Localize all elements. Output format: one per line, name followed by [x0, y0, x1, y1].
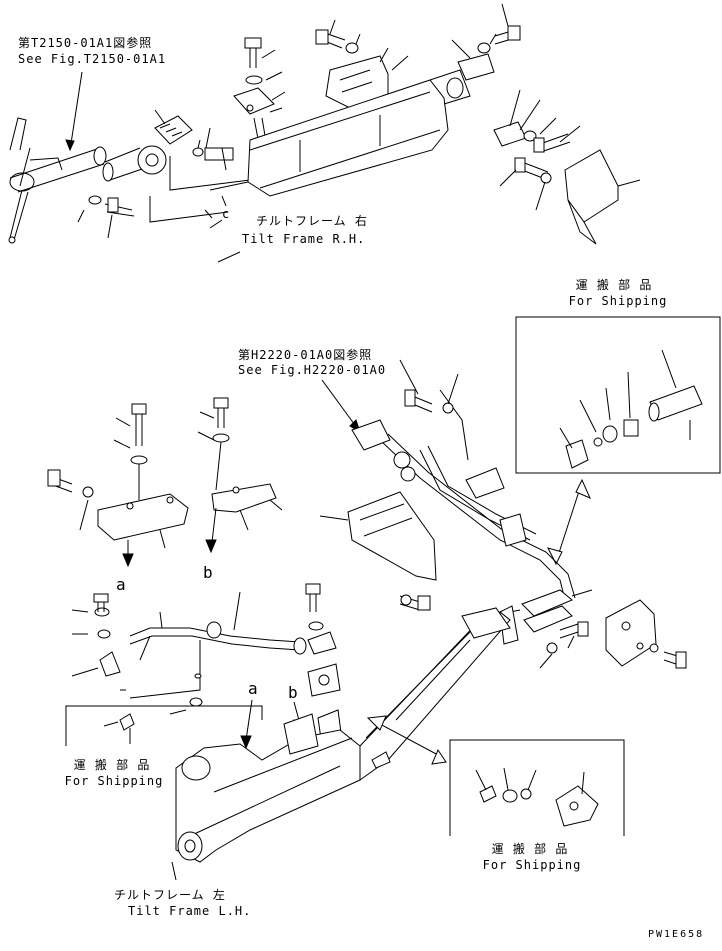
bolt-washer: [77, 195, 135, 239]
bracket-plate: [154, 109, 234, 171]
bolts-middle-left: [47, 397, 230, 498]
shipping-left-jp: 運 搬 部 品: [73, 758, 151, 772]
rod-end-part: [102, 145, 167, 182]
marker-b-lower: b: [288, 683, 298, 702]
shipping-plate-middle: [319, 491, 437, 611]
ref-middle-jp: 第H2220-01A0図参照: [238, 348, 373, 362]
marker-a-upper: a: [116, 575, 126, 594]
ref-upper-jp: 第T2150-01A1図参照: [18, 36, 153, 50]
shipping-lower-en: For Shipping: [482, 858, 582, 872]
marker-c: c: [222, 207, 229, 221]
double-arrow-icon: [555, 481, 583, 563]
frame-lh-en: Tilt Frame L.H.: [128, 904, 252, 918]
shipping-parts-lower: [475, 767, 599, 827]
shipping-upper-jp: 運 搬 部 品: [575, 278, 653, 292]
frame-lh-jp: チルトフレーム 左: [114, 888, 226, 902]
ref-middle-en: See Fig.H2220-01A0: [238, 363, 387, 377]
bolt-top-left: [233, 37, 286, 171]
arrow-down-icon: [205, 539, 217, 554]
shipping-box-lower-right: [449, 739, 625, 836]
shipping-bracket-left: [65, 705, 263, 746]
shipping-parts-left: [103, 697, 203, 744]
shipping-box-upper-right: [515, 316, 721, 474]
arrow-down-icon: [240, 735, 252, 750]
marker-b-upper: b: [203, 563, 213, 582]
pin-tube-part: [8, 117, 107, 244]
fittings-right: [499, 589, 687, 669]
marker-a-lower: a: [248, 679, 258, 698]
double-arrow-icon: [366, 715, 447, 765]
bolt-top-mid: [315, 19, 361, 54]
shipping-lower-jp: 運 搬 部 品: [491, 842, 569, 856]
hydraulic-tubes: [351, 359, 576, 601]
ref-upper-en: See Fig.T2150-01A1: [18, 52, 167, 66]
guard-part: [499, 149, 641, 245]
ref-leader-upper: [69, 71, 83, 151]
tilt-frame-lh: [175, 607, 511, 863]
bolt-top-right: [477, 3, 521, 54]
shipping-upper-en: For Shipping: [568, 294, 668, 308]
bracket-b: [211, 441, 283, 531]
frame-rh-en: Tilt Frame R.H.: [242, 232, 366, 246]
cover-plate-upper: [493, 89, 581, 153]
drawing-code: PW1E658: [648, 929, 705, 940]
tilt-frame-rh: [247, 39, 495, 197]
shipping-left-en: For Shipping: [64, 774, 164, 788]
shipping-parts-upper: [559, 349, 703, 469]
frame-rh-jp: チルトフレーム 右: [256, 214, 368, 228]
bracket-a: [79, 464, 189, 549]
arrow-down-icon: [122, 553, 134, 568]
arrow-down-icon: [65, 139, 75, 152]
